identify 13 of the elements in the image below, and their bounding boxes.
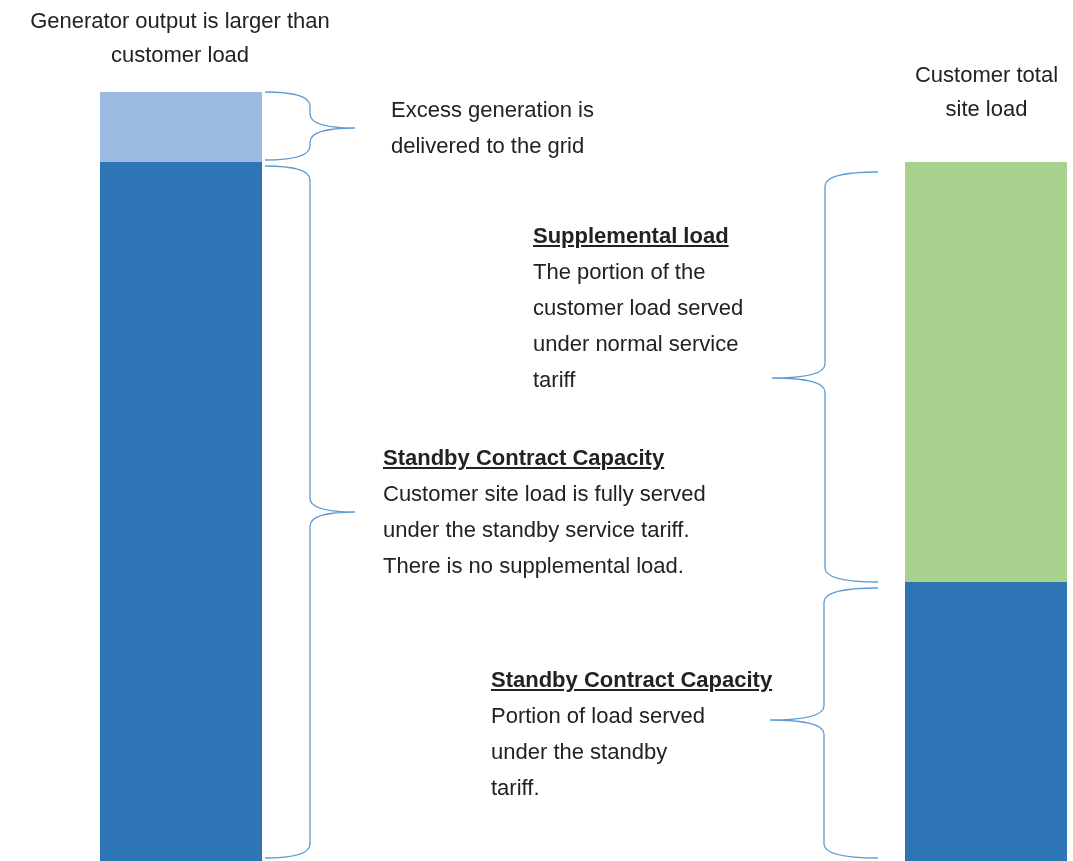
annotation-text: Portion of load served under the standby tariff. xyxy=(491,702,706,802)
annotation-heading: Standby Contract Capacity xyxy=(383,444,665,472)
annotation-heading: Supplemental load xyxy=(533,222,729,250)
column-heading: Customer total site load xyxy=(913,61,1060,123)
annotation-text: The portion of the customer load served under normal service tariff xyxy=(533,258,745,394)
bar-segment xyxy=(100,162,262,861)
annotation-heading: Standby Contract Capacity xyxy=(491,666,773,694)
bar-segment xyxy=(905,582,1067,861)
bar-segment xyxy=(905,162,1067,582)
bar-segment xyxy=(100,92,262,162)
annotation-text: Excess generation is delivered to the grid xyxy=(391,96,595,160)
column-heading: Generator output is larger than customer load xyxy=(29,7,331,69)
annotation-text: Customer site load is fully served under the standby service tariff. There is no supplemental load. xyxy=(383,480,707,580)
